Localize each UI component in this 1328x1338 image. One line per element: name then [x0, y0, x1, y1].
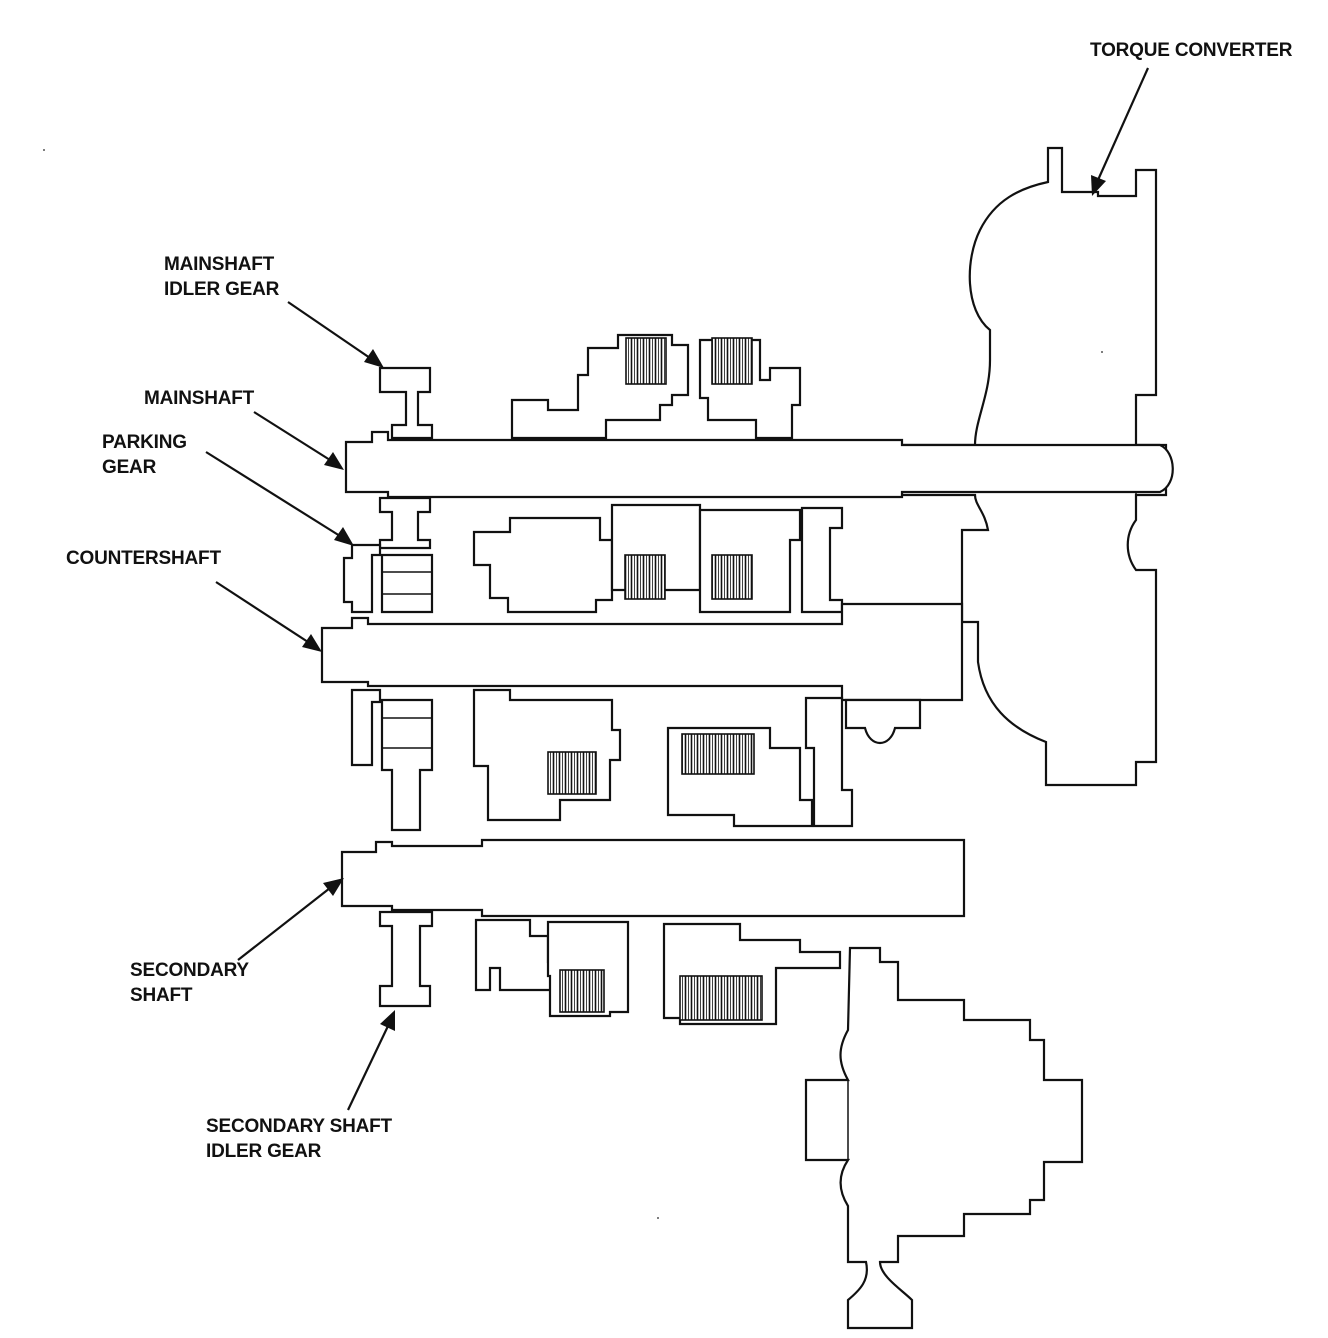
label-text: COUNTERSHAFT	[66, 548, 221, 569]
label-text-line-1: MAINSHAFT	[164, 254, 275, 275]
mainshaft-shape	[344, 430, 1174, 499]
countershaft-upper-components	[472, 503, 844, 614]
mainshaft-arrow	[253, 411, 344, 470]
label-text-line-2: IDLER GEAR	[206, 1141, 322, 1162]
parking-gear-arrow	[205, 451, 354, 546]
label-text-line-2: IDLER GEAR	[164, 279, 280, 300]
label-text: TORQUE CONVERTER	[1090, 40, 1293, 61]
secondary-shaft-lower-components	[474, 918, 842, 1026]
label-mainshaft: MAINSHAFT	[144, 386, 254, 411]
mainshaft-idler-gear-shape	[378, 366, 434, 550]
label-text-line-2: GEAR	[102, 457, 157, 478]
label-torque-converter: TORQUE CONVERTER	[1090, 38, 1293, 63]
secondary-shaft-idler-gear-arrow	[347, 1010, 395, 1111]
secondary-shaft-idler-gear-shape	[378, 910, 434, 1008]
mainshaft-upper-components	[510, 333, 802, 440]
countershaft-arrow	[215, 581, 322, 652]
scan-speck	[657, 1217, 659, 1219]
label-text-line-1: SECONDARY	[130, 960, 249, 981]
scan-speck	[1101, 351, 1103, 353]
torque-converter-arrow	[1091, 67, 1150, 196]
parking-gear-shape	[342, 543, 434, 614]
label-secondary-shaft: SECONDARY SHAFT	[130, 958, 249, 1008]
label-secondary-shaft-idler-gear: SECONDARY SHAFT IDLER GEAR	[206, 1114, 392, 1164]
mainshaft-idler-gear-arrow	[287, 301, 384, 368]
label-text-line-1: SECONDARY SHAFT	[206, 1116, 392, 1137]
scan-speck	[43, 149, 45, 151]
countershaft-shape	[320, 602, 964, 702]
differential-housing-shape	[804, 946, 1084, 1330]
countershaft-lower-components	[350, 688, 922, 832]
secondary-shaft-arrow	[237, 878, 344, 961]
label-text: MAINSHAFT	[144, 388, 255, 409]
secondary-shaft-shape	[340, 838, 966, 918]
label-text-line-1: PARKING	[102, 432, 187, 453]
label-countershaft: COUNTERSHAFT	[66, 546, 221, 571]
label-parking-gear: PARKING GEAR	[102, 430, 187, 480]
label-mainshaft-idler-gear: MAINSHAFT IDLER GEAR	[164, 252, 279, 302]
label-text-line-2: SHAFT	[130, 985, 193, 1006]
